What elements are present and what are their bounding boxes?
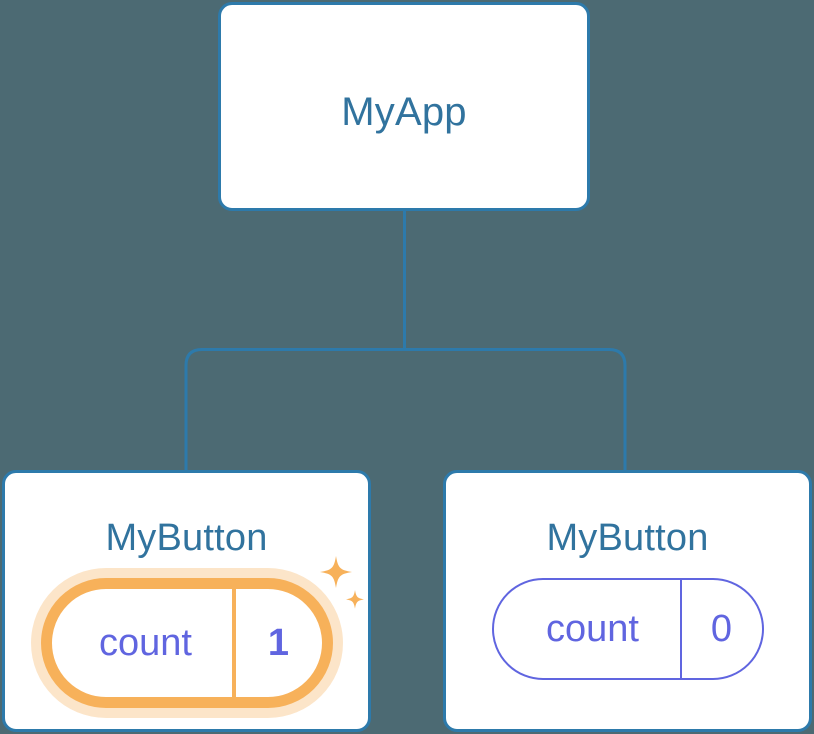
node-mybutton-left-title: MyButton	[105, 517, 268, 559]
node-mybutton-left[interactable]: MyButton count 1	[2, 470, 371, 732]
sparkle-large-icon	[319, 556, 352, 588]
state-pill-count-plain[interactable]: count 0	[491, 578, 764, 680]
state-pill-highlight-group: count 1	[40, 556, 364, 708]
sparkle-small-icon	[345, 590, 364, 609]
node-mybutton-right-title: MyButton	[546, 517, 709, 559]
state-pill-key-left: count	[99, 622, 192, 664]
state-pill-value-left: 1	[231, 589, 322, 697]
state-pill-wrapper-right: count 0	[446, 578, 809, 680]
state-pill-count-highlighted[interactable]: count 1	[40, 578, 333, 708]
state-pill-wrapper-left: count 1	[5, 556, 368, 708]
node-myapp-title: MyApp	[341, 90, 467, 134]
state-pill-key-right: count	[546, 608, 639, 650]
node-myapp[interactable]: MyApp	[218, 2, 590, 211]
node-mybutton-right[interactable]: MyButton count 0	[443, 470, 812, 732]
state-pill-value-right: 0	[679, 580, 762, 678]
edge-to-left-child	[184, 348, 405, 471]
edge-to-right-child	[404, 348, 627, 471]
